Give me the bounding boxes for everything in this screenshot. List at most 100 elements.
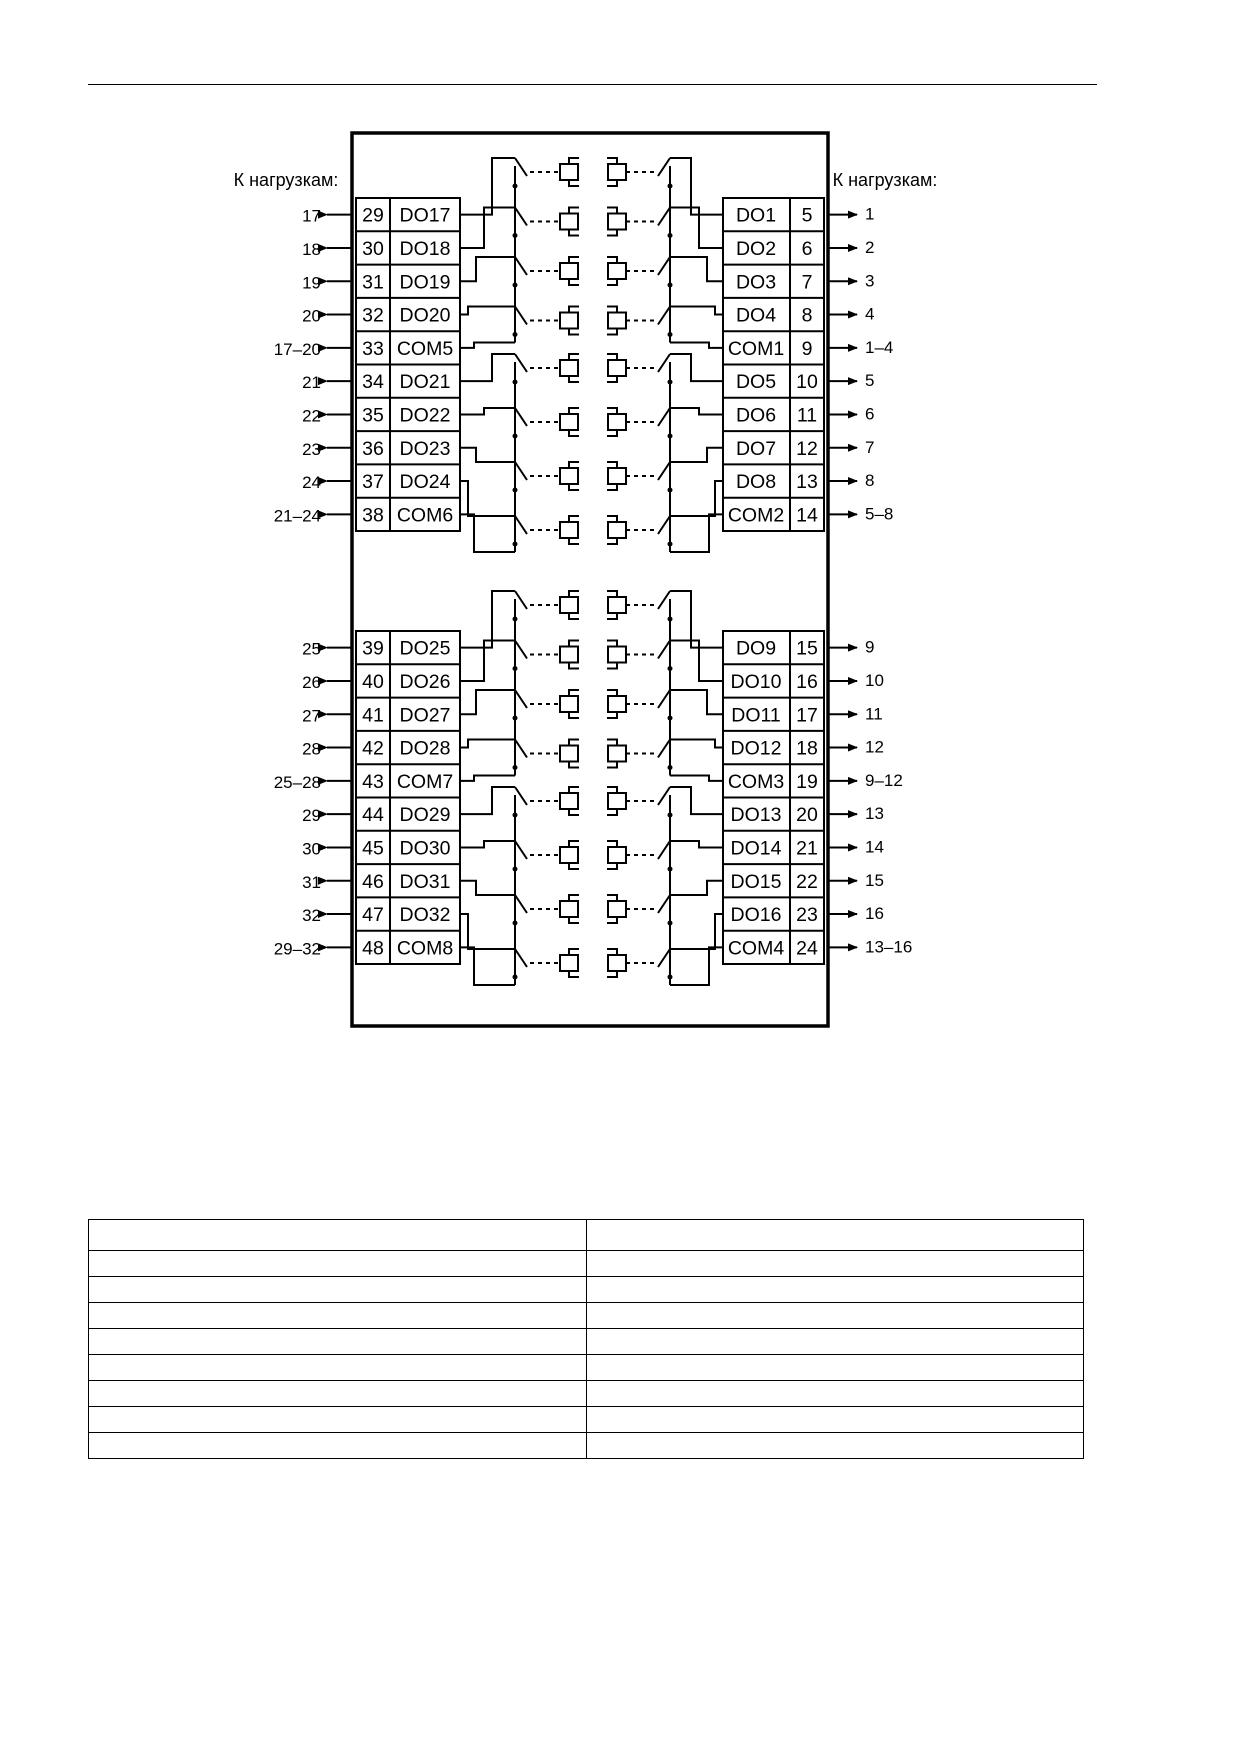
right-com-wire — [670, 774, 723, 782]
right-loads-label: К нагрузкам: — [833, 170, 938, 190]
left-wire — [460, 590, 515, 649]
right-load-label: 12 — [865, 738, 884, 757]
right-wire — [670, 639, 723, 682]
left-terminal-number: 36 — [362, 438, 384, 460]
right-load-label: 13–16 — [865, 937, 912, 956]
left-output-name: DO27 — [400, 704, 451, 726]
relay — [512, 894, 673, 926]
left-wire — [460, 879, 515, 896]
left-output-name: DO23 — [400, 438, 451, 460]
right-load-label: 6 — [865, 404, 874, 423]
left-wire — [460, 256, 515, 283]
left-loads-label: К нагрузкам: — [234, 170, 339, 190]
left-wire — [460, 639, 515, 682]
right-com-wire — [670, 946, 723, 986]
right-wire — [670, 786, 723, 816]
left-terminal-number: 33 — [362, 338, 384, 360]
left-wire — [460, 353, 515, 383]
left-load-label: 28 — [302, 740, 321, 759]
left-wire — [460, 407, 515, 416]
table-cell — [585, 1380, 1084, 1407]
table-row — [88, 1276, 1084, 1303]
right-output-name: DO9 — [736, 638, 776, 660]
right-terminal-number: 22 — [796, 871, 818, 893]
relay — [512, 157, 673, 189]
table-row — [88, 1354, 1084, 1381]
right-wire — [670, 305, 723, 316]
left-terminal-number: 41 — [362, 704, 384, 726]
right-wire — [670, 913, 723, 950]
right-output-name: COM3 — [728, 771, 784, 793]
right-output-name: DO11 — [731, 704, 781, 726]
right-terminal-number: 7 — [802, 271, 813, 293]
right-output-name: COM1 — [728, 338, 784, 360]
relay — [512, 461, 673, 493]
table-row — [88, 1328, 1084, 1355]
table-cell — [88, 1432, 587, 1459]
right-load-label: 3 — [865, 271, 874, 290]
right-terminal-number: 23 — [796, 904, 818, 926]
relay — [512, 590, 673, 622]
right-terminal-number: 9 — [802, 338, 813, 360]
relay — [512, 948, 673, 980]
left-load-label: 30 — [302, 839, 321, 858]
left-output-name: DO30 — [400, 837, 451, 859]
left-com-wire — [460, 513, 515, 553]
left-wire — [460, 446, 515, 463]
right-wire — [670, 353, 723, 383]
right-output-name: DO16 — [731, 904, 782, 926]
left-load-label: 31 — [302, 873, 321, 892]
left-output-name: COM5 — [397, 338, 453, 360]
left-terminal-number: 40 — [362, 671, 384, 693]
left-load-label: 22 — [302, 406, 321, 425]
left-load-label: 29–32 — [274, 939, 321, 958]
right-output-name: DO6 — [736, 404, 776, 426]
right-load-label: 10 — [865, 671, 884, 690]
left-output-name: DO32 — [400, 904, 451, 926]
left-output-name: DO28 — [400, 738, 451, 760]
right-terminal-number: 20 — [796, 804, 818, 826]
left-terminal-number: 45 — [362, 837, 384, 859]
right-output-name: DO5 — [736, 371, 776, 393]
left-load-label: 21 — [302, 373, 321, 392]
relay — [512, 407, 673, 439]
left-wire — [460, 206, 515, 249]
right-terminal-number: 17 — [796, 704, 818, 726]
right-load-label: 11 — [865, 704, 883, 723]
relay — [512, 515, 673, 547]
left-terminal-number: 42 — [362, 738, 384, 760]
right-output-name: DO7 — [736, 438, 776, 460]
table-row — [88, 1219, 1084, 1251]
table-cell — [88, 1328, 587, 1355]
table-row — [88, 1432, 1084, 1459]
right-load-label: 1–4 — [865, 338, 893, 357]
right-load-label: 13 — [865, 804, 884, 823]
left-output-name: COM6 — [397, 504, 453, 526]
table-cell — [585, 1406, 1084, 1433]
left-com-wire — [460, 946, 515, 986]
right-output-name: COM4 — [728, 937, 784, 959]
right-terminal-number: 24 — [796, 937, 818, 959]
empty-table — [88, 1219, 1084, 1459]
right-terminal-number: 10 — [796, 371, 818, 393]
right-load-label: 15 — [865, 871, 884, 890]
left-load-label: 21–24 — [274, 506, 321, 525]
relay — [512, 840, 673, 872]
right-terminal-number: 6 — [802, 238, 813, 260]
right-wire — [670, 738, 723, 749]
right-terminal-number: 18 — [796, 738, 818, 760]
left-load-label: 17–20 — [274, 340, 321, 359]
left-terminal-number: 44 — [362, 804, 384, 826]
left-output-name: DO17 — [400, 205, 451, 227]
left-terminal-number: 48 — [362, 937, 384, 959]
left-terminal-number: 43 — [362, 771, 384, 793]
right-load-label: 5–8 — [865, 504, 893, 523]
left-output-name: DO26 — [400, 671, 451, 693]
left-output-name: DO18 — [400, 238, 451, 260]
right-output-name: COM2 — [728, 504, 784, 526]
left-terminal-number: 35 — [362, 404, 384, 426]
right-com-wire — [670, 341, 723, 349]
table-cell — [585, 1276, 1084, 1303]
right-wire — [670, 446, 723, 463]
